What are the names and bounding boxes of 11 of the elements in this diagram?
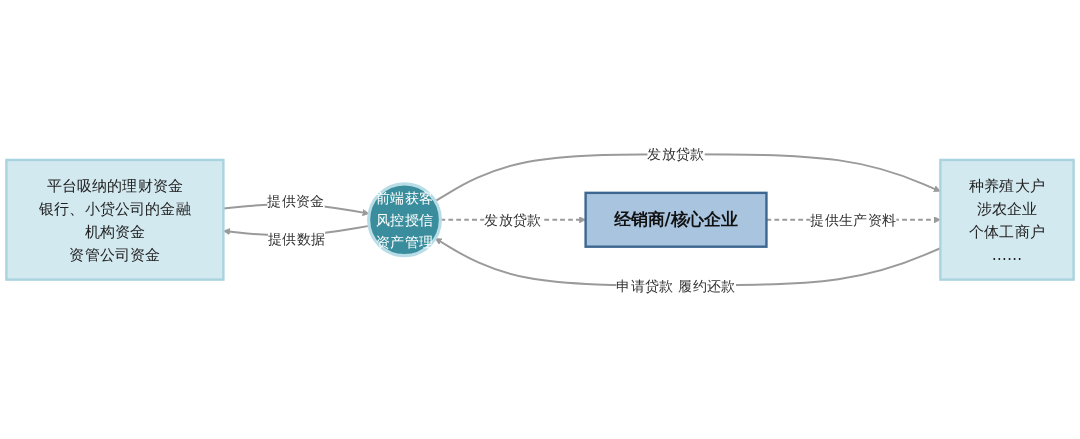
- node-box: 经销商/核心企业: [584, 191, 768, 248]
- edge-label: 提供数据: [267, 229, 326, 247]
- node-box: 种养殖大户 涉农企业 个体工商户 ……: [939, 158, 1075, 281]
- edge-label: 提供生产资料: [810, 211, 897, 228]
- arrow: [434, 152, 941, 202]
- edge-label: 发放贷款: [647, 145, 705, 163]
- edge-label: 发放贷款: [484, 211, 542, 228]
- node-box: 平台吸纳的理财资金 银行、小贷公司的金融机构资金 资管公司资金: [5, 158, 225, 281]
- edge-label: 申请贷款 履约还款: [616, 276, 736, 294]
- edge-label: 提供资金: [267, 192, 325, 210]
- node-circle: 前端获客 风控授信 资产管理: [367, 182, 442, 257]
